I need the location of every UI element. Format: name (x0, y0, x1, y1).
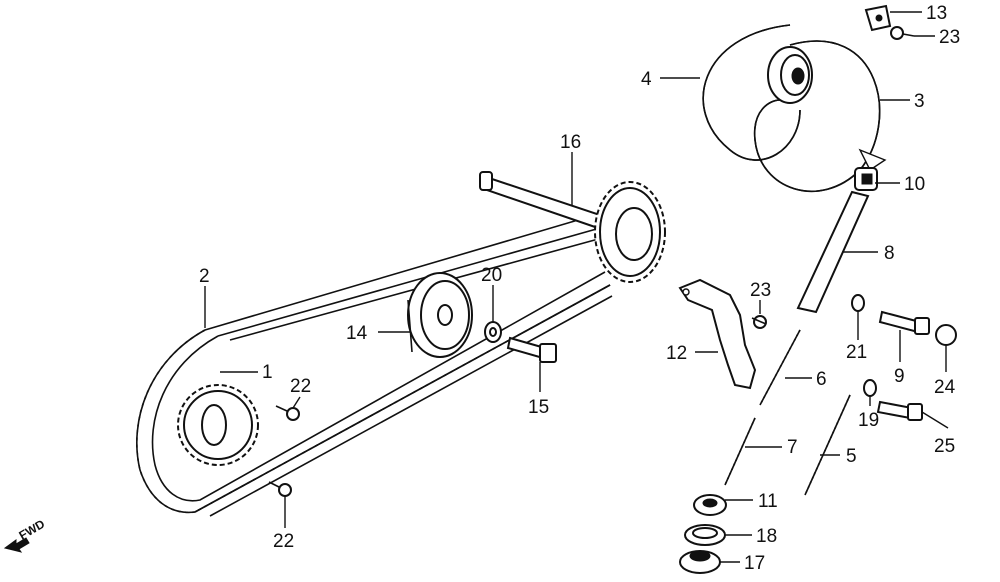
callout-5: 5 (846, 446, 857, 467)
idler-roller (407, 272, 473, 358)
ring-hub (767, 46, 813, 104)
callout-17: 17 (744, 553, 765, 574)
callout-23-mid: 23 (750, 280, 771, 301)
cap-17 (679, 550, 721, 574)
callout-10: 10 (904, 174, 925, 195)
fwd-arrow: FWD (3, 517, 48, 553)
screw-9 (878, 310, 930, 335)
callout-15: 15 (528, 397, 549, 418)
bolt-15 (506, 336, 557, 363)
callout-22-lower: 22 (273, 531, 294, 552)
callout-25: 25 (934, 436, 955, 457)
drive-chain (136, 214, 613, 517)
spring-6 (759, 329, 801, 406)
ring-3 (754, 40, 887, 193)
callout-13: 13 (926, 3, 947, 24)
screw-23-top (890, 26, 915, 40)
bracket-13 (864, 4, 892, 32)
cap-10 (854, 167, 878, 191)
bolt-22-lower (268, 481, 292, 497)
o-ring-19 (863, 379, 877, 397)
cap-24 (935, 324, 957, 346)
spring-7 (724, 417, 756, 486)
bracket-arm-12 (678, 278, 757, 390)
callout-14: 14 (346, 323, 368, 344)
callout-18: 18 (756, 526, 777, 547)
washer-18 (684, 524, 726, 546)
o-ring-21 (851, 294, 865, 312)
callout-3: 3 (914, 91, 925, 112)
callout-24: 24 (934, 377, 956, 398)
driven-sprocket (594, 181, 666, 283)
callout-23-top: 23 (939, 27, 960, 48)
leader-lines (204, 11, 949, 563)
fwd-label: FWD (17, 517, 48, 543)
callout-20: 20 (481, 265, 502, 286)
callout-6: 6 (816, 369, 827, 390)
washer-20 (484, 321, 502, 343)
spring-5 (804, 394, 851, 496)
callout-8: 8 (884, 243, 895, 264)
callout-2: 2 (199, 266, 210, 287)
nut-11 (693, 494, 727, 516)
callout-11: 11 (758, 491, 778, 512)
axle-shaft (479, 171, 602, 230)
screw-25 (876, 400, 923, 421)
callout-7: 7 (787, 437, 798, 458)
callout-1: 1 (262, 362, 273, 383)
callout-labels: 1 2 3 4 5 6 7 8 9 10 11 12 13 14 15 16 1… (199, 3, 960, 574)
callout-19: 19 (858, 410, 879, 431)
drive-sprocket (177, 384, 259, 466)
callout-4: 4 (641, 69, 652, 90)
screw-23-mid (751, 315, 767, 329)
bolt-22-upper (275, 405, 300, 421)
callout-9: 9 (894, 366, 905, 387)
callout-16: 16 (560, 132, 581, 153)
callout-21: 21 (846, 342, 867, 363)
callout-12: 12 (666, 343, 687, 364)
tube-8 (796, 190, 870, 314)
ring-4 (702, 24, 801, 161)
callout-22-upper: 22 (290, 376, 311, 397)
